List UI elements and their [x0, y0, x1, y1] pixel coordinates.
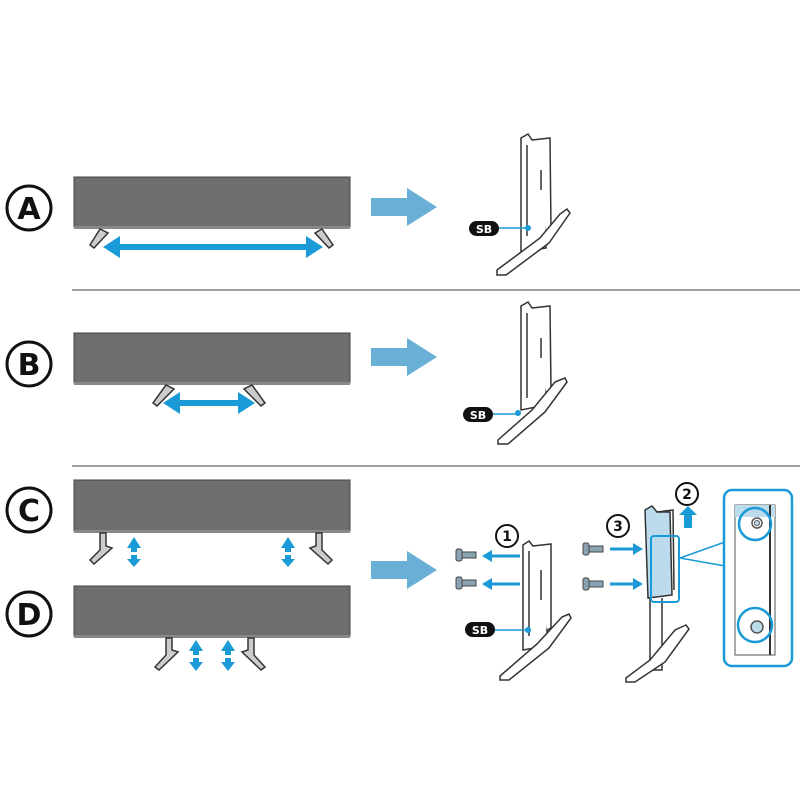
- section-b: B SB: [5, 301, 568, 445]
- flow-arrow-cd: [371, 551, 437, 589]
- flow-arrow-b: [371, 338, 437, 376]
- zoom-connector: [679, 541, 726, 567]
- vertical-arrow-d-left: [189, 640, 203, 671]
- vertical-arrow-c-right: [281, 537, 295, 567]
- callout-sb-d: SB: [465, 622, 531, 637]
- stand-cd-step1: 1 SB: [455, 524, 572, 681]
- label-d: D: [17, 598, 42, 633]
- tv-d: [73, 585, 351, 671]
- callout-sb-a: SB: [469, 221, 531, 236]
- label-b: B: [18, 348, 41, 383]
- tv-c: [73, 479, 351, 566]
- detail-highlight-box: [650, 535, 680, 603]
- magnify-circle-top: [737, 506, 773, 542]
- tv-a: [73, 176, 351, 250]
- stand-cd-step23: 2 3: [582, 482, 726, 683]
- step-3-badge: 3: [606, 514, 630, 538]
- callout-sb-a-text: SB: [476, 223, 492, 236]
- label-c-badge: C: [5, 486, 53, 534]
- flow-arrow-a: [371, 188, 437, 226]
- arrow-insert-screws: [610, 543, 643, 590]
- arrow-lift-up: [679, 506, 697, 528]
- callout-sb-b-text: SB: [470, 409, 486, 422]
- vertical-arrow-c-left: [127, 537, 141, 567]
- screw-icon: [455, 548, 477, 590]
- section-a: A SB: [5, 133, 571, 276]
- callout-sb-b: SB: [463, 407, 521, 422]
- step-2-badge: 2: [675, 482, 699, 506]
- callout-sb-d-text: SB: [472, 624, 488, 637]
- label-a: A: [17, 192, 41, 227]
- step-3-text: 3: [613, 519, 623, 535]
- screw-icon-step3: [582, 542, 604, 591]
- step-1-badge: 1: [495, 524, 519, 548]
- label-b-badge: B: [5, 340, 53, 388]
- label-a-badge: A: [5, 184, 53, 232]
- stand-b: [497, 301, 568, 445]
- section-d: D: [5, 585, 351, 671]
- label-c: C: [18, 494, 40, 529]
- double-arrow-a: [103, 236, 323, 258]
- vertical-arrow-d-right: [221, 640, 235, 671]
- tv-b: [73, 332, 351, 407]
- arrow-remove-screws: [482, 550, 520, 590]
- label-d-badge: D: [5, 590, 53, 638]
- step-1-text: 1: [502, 529, 512, 545]
- section-c: C: [5, 479, 351, 567]
- detail-zoom-panel: [722, 488, 794, 668]
- magnify-circle-bottom: [736, 606, 774, 644]
- stand-a: [496, 133, 571, 276]
- double-arrow-b: [163, 392, 255, 414]
- step-2-text: 2: [682, 487, 692, 503]
